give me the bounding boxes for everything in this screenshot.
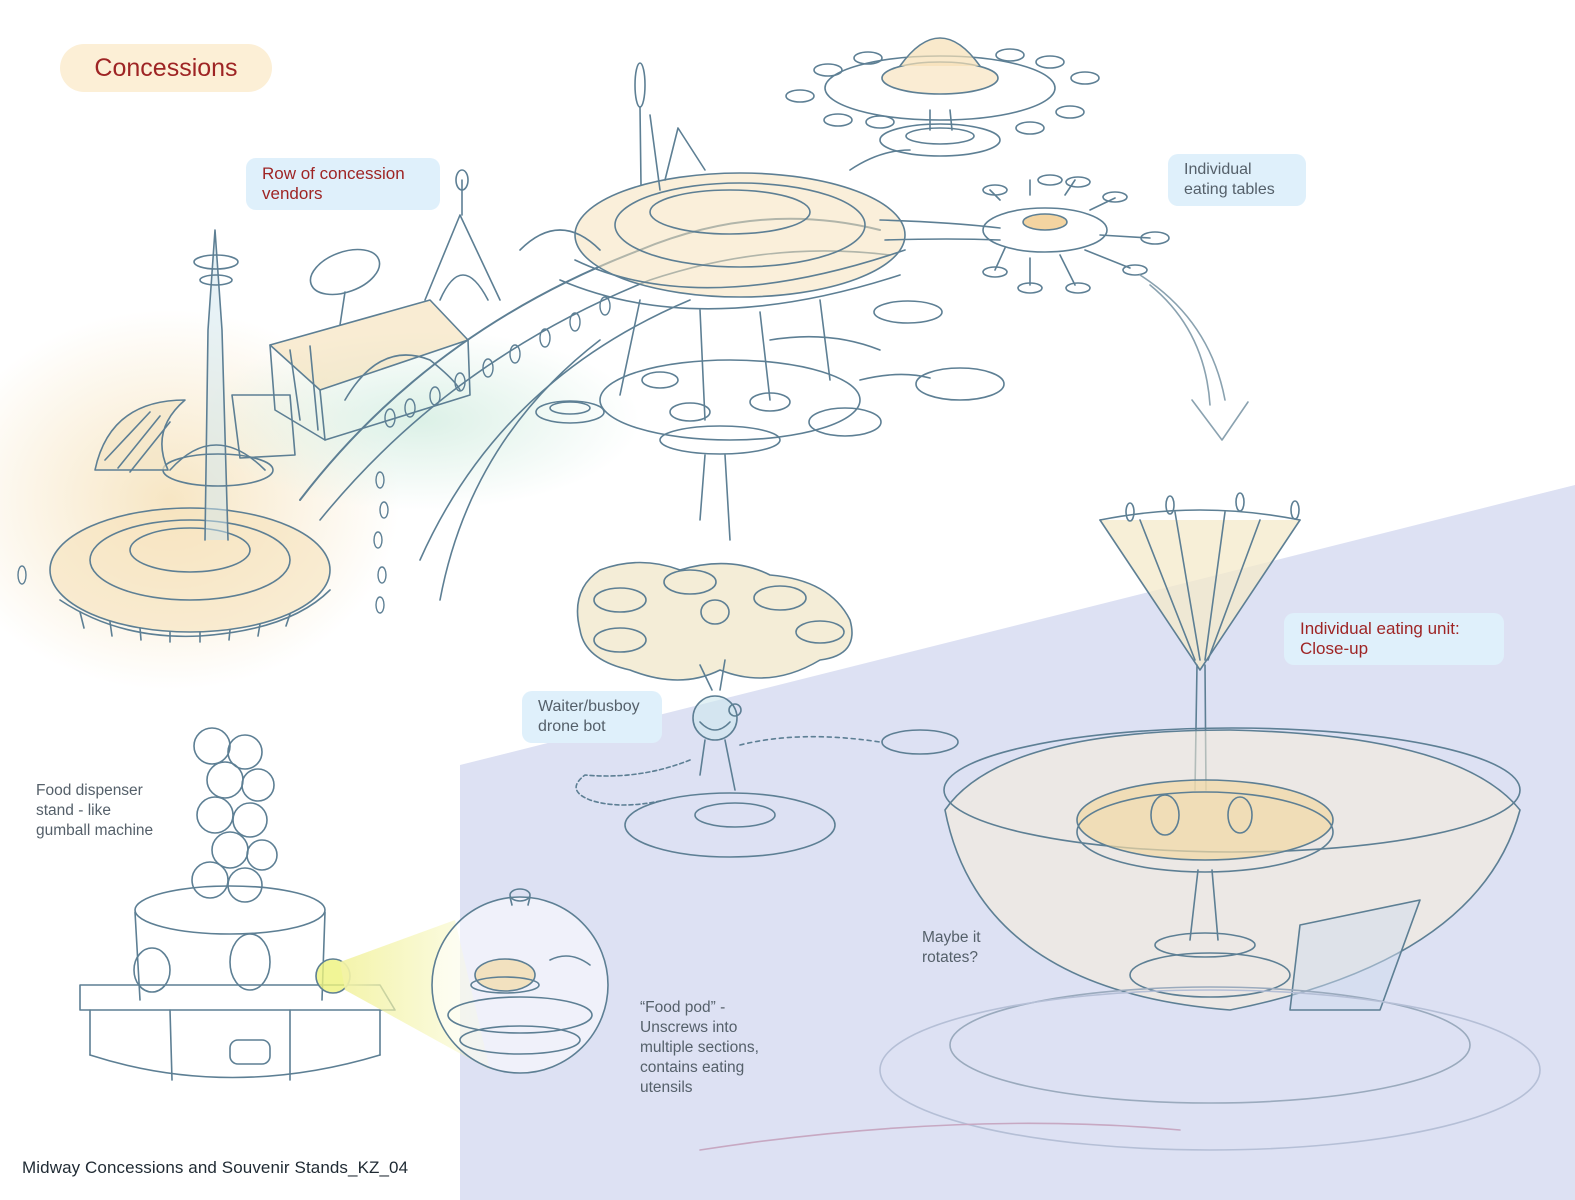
eating-unit-sketch [699, 492, 1541, 1151]
label-food-pod: “Food pod” - Unscrews into multiple sect… [640, 999, 759, 1096]
eating-table-cluster-top [785, 37, 1100, 157]
label-eating-tables: Individual eating tables [1168, 154, 1306, 206]
label-eating-unit-closeup: Individual eating unit: Close-up [1284, 613, 1504, 665]
sheet-footer-title: Midway Concessions and Souvenir Stands_K… [22, 1158, 409, 1177]
drone-bot-sketch [575, 561, 959, 858]
label-food-dispenser: Food dispenser stand - like gumball mach… [36, 782, 154, 839]
page-title: Concessions [60, 44, 272, 92]
label-row-of-vendors: Row of concession vendors [246, 158, 440, 210]
eating-table-cluster-right [982, 174, 1170, 294]
label-drone-bot: Waiter/busboy drone bot [522, 691, 662, 743]
food-pod-sketch [431, 888, 609, 1074]
curved-arrow [1139, 274, 1249, 441]
gumball-dispenser-sketch [79, 727, 396, 1081]
concession-complex-sketch [17, 62, 1005, 643]
label-maybe-rotates: Maybe it rotates? [922, 929, 981, 966]
